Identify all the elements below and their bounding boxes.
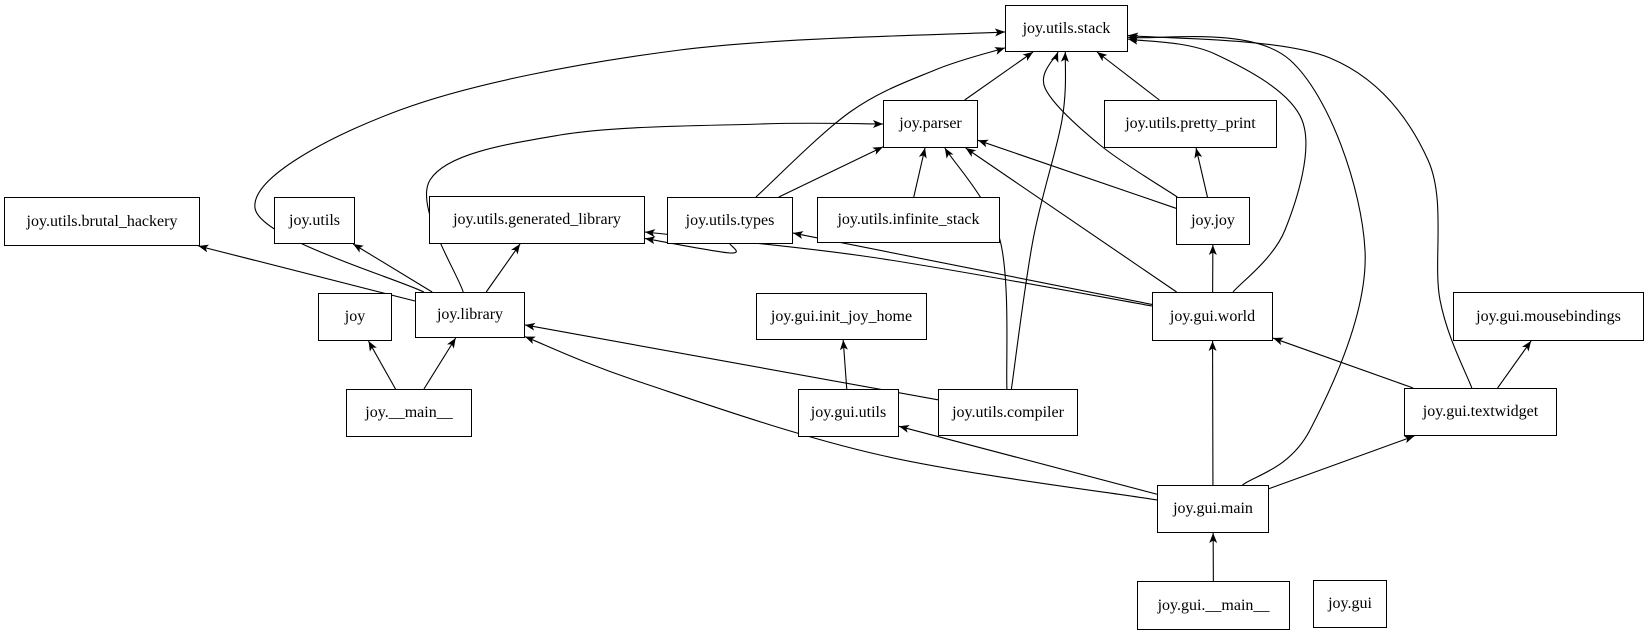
edge-joy-library-to-joy-parser	[425, 119, 884, 293]
edge-joy-parser-to-joy-utils-stack	[964, 51, 1034, 101]
edge-joy-utils-compiler-to-joy-library	[524, 322, 939, 401]
node-joy-gui-world: joy.gui.world	[1152, 292, 1273, 341]
edge-joy-utils-pretty-print-to-joy-utils-stack	[1096, 51, 1160, 101]
node-joy-joy: joy.joy	[1176, 197, 1250, 245]
node-joy-utils-generated-library: joy.utils.generated_library	[429, 196, 645, 244]
edge-joy-library-to-joy-utils-generated-library	[485, 243, 521, 293]
node-joy-gui: joy.gui	[1313, 580, 1387, 628]
edge-joy-utils-types-to-joy-parser	[778, 146, 884, 198]
node-joy: joy	[318, 293, 392, 341]
node-joy-utils-compiler: joy.utils.compiler	[938, 389, 1078, 436]
edge-joy-gui-textwidget-to-joy-gui-world	[1272, 337, 1414, 389]
node-joy-main-: joy.__main__	[346, 389, 472, 437]
node-joy-utils-infinite-stack: joy.utils.infinite_stack	[817, 197, 1000, 243]
edge-joy-utils-compiler-to-joy-parser	[944, 147, 1008, 390]
edge-joy-joy-to-joy-parser	[977, 139, 1177, 209]
edge-joy-gui-utils-to-joy-gui-init-joy-home	[839, 339, 848, 390]
node-joy-utils-types: joy.utils.types	[667, 197, 793, 244]
node-joy-parser: joy.parser	[883, 100, 978, 148]
edge-joy-joy-to-joy-utils-pretty-print	[1194, 147, 1208, 198]
edge-joy-gui-main-to-joy-library	[524, 336, 1158, 501]
edge-joy-gui-main-to-joy-utils-stack	[1127, 34, 1366, 486]
node-joy-utils-pretty-print: joy.utils.pretty_print	[1104, 100, 1277, 148]
edge-joy-utils-compiler-to-joy-utils-stack	[1010, 51, 1069, 390]
edge-joy-utils-types-to-joy-utils-stack	[755, 47, 1006, 198]
node-joy-utils-stack: joy.utils.stack	[1005, 5, 1128, 52]
edge-joy-gui-textwidget-to-joy-gui-mousebindings	[1497, 340, 1532, 389]
edge-joy-gui-world-to-joy-utils-types	[792, 231, 1153, 306]
edge-joy-library-to-joy-utils	[352, 243, 433, 293]
edge-joy-gui-main-to-joy-gui-textwidget	[1268, 435, 1415, 490]
edge-joy-gui-main-to-joy-gui-utils	[898, 424, 1158, 495]
node-joy-gui-mousebindings: joy.gui.mousebindings	[1453, 292, 1644, 341]
node-joy-library: joy.library	[415, 292, 525, 338]
edge-joy-main--to-joy-library	[423, 337, 457, 390]
edge-joy-main--to-joy	[368, 340, 396, 390]
edge-joy-utils-infinite-stack-to-joy-parser	[913, 147, 927, 198]
node-joy-gui-main-: joy.gui.__main__	[1137, 581, 1290, 630]
node-joy-gui-utils: joy.gui.utils	[798, 389, 899, 437]
edge-joy-joy-to-joy-utils-stack	[1042, 51, 1178, 198]
edge-joy-gui-textwidget-to-joy-utils-stack	[1127, 32, 1473, 389]
node-joy-utils-brutal-hackery: joy.utils.brutal_hackery	[4, 197, 200, 246]
edge-joy-gui-world-to-joy-utils-stack	[1127, 36, 1307, 293]
node-joy-gui-textwidget: joy.gui.textwidget	[1404, 388, 1557, 436]
node-joy-gui-init-joy-home: joy.gui.init_joy_home	[756, 293, 927, 340]
edge-joy-utils-types-to-joy-utils-generated-library	[644, 236, 737, 254]
node-joy-utils: joy.utils	[274, 197, 355, 244]
edge-joy-library-to-joy-utils-brutal-hackery	[198, 244, 416, 302]
node-joy-gui-main: joy.gui.main	[1157, 485, 1269, 533]
edge-group	[198, 28, 1532, 582]
edge-joy-gui-world-to-joy-parser	[965, 147, 1177, 293]
